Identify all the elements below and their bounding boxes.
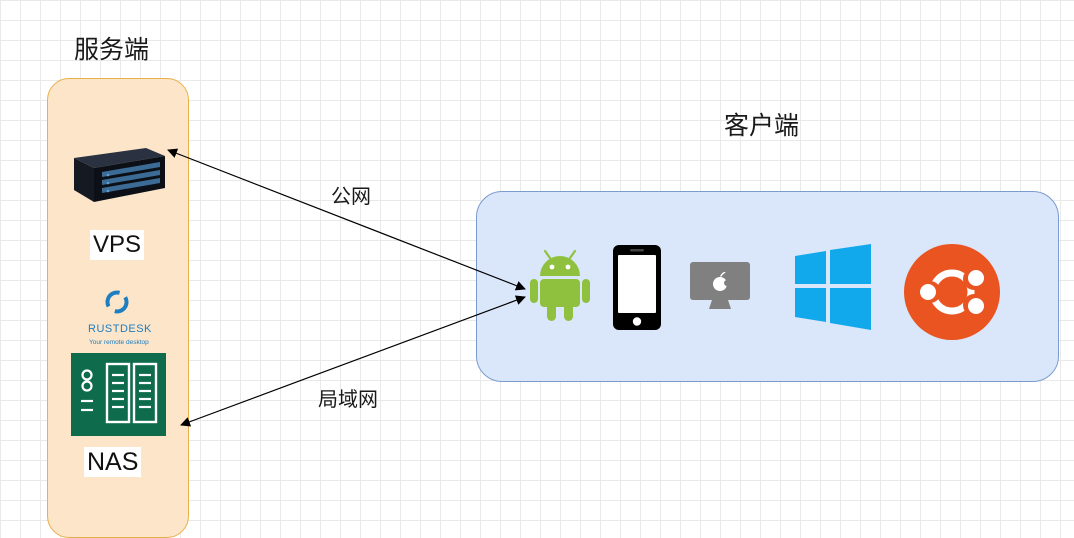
public-network-arrow [168, 150, 525, 289]
phone-icon [613, 245, 661, 330]
windows-icon [795, 244, 871, 330]
ubuntu-icon [904, 244, 1000, 340]
android-icon [530, 249, 590, 323]
public-network-label: 公网 [331, 180, 371, 209]
mac-monitor-icon [690, 262, 750, 312]
lan-label: 局域网 [318, 383, 378, 412]
